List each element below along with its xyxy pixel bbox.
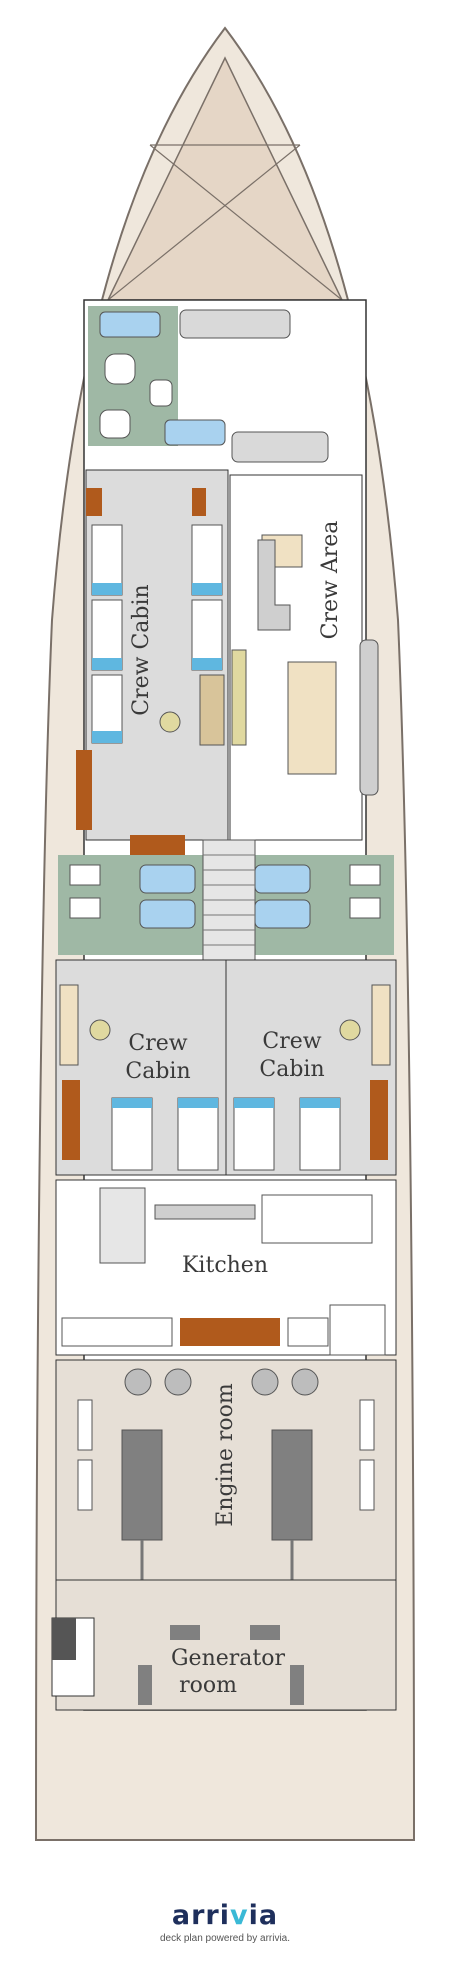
footer: arrivia deck plan powered by arrivia.: [0, 1900, 450, 1944]
crew-cabin-right-label-2: Cabin: [259, 1057, 324, 1082]
crew-cabin-left-label-2: Cabin: [125, 1059, 190, 1084]
crew-cabin-right-label-1: Crew: [262, 1029, 321, 1054]
chair: [159, 711, 181, 733]
crew-cabin-left-label-1: Crew: [128, 1031, 187, 1056]
engine-room-label: Engine room: [213, 1383, 238, 1527]
arrivia-logo: arrivia: [171, 1900, 279, 1931]
crew-cabin-upper-label: Crew Cabin: [129, 584, 154, 715]
central-stairs: [202, 839, 256, 976]
kitchen-label: Kitchen: [182, 1253, 268, 1278]
deck-plan: Crew Cabin Crew Area Crew Cabin Crew Cab…: [34, 26, 416, 1841]
powered-by-text: deck plan powered by arrivia.: [159, 1933, 291, 1944]
engine-left: [121, 1429, 163, 1541]
generator-room-label-2: room: [179, 1673, 237, 1698]
crew-area-label: Crew Area: [318, 521, 343, 640]
generator-room-label-1: Generator: [171, 1646, 286, 1671]
generator-room: [55, 1579, 397, 1711]
engine-right: [271, 1429, 313, 1541]
